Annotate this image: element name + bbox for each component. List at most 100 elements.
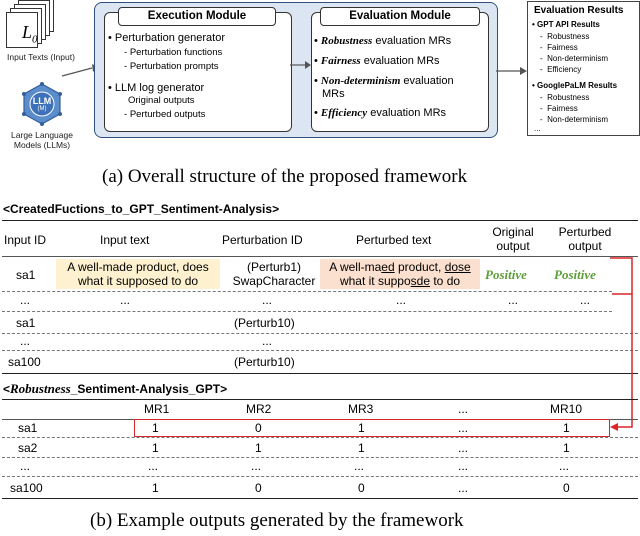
evaluation-module-title: Evaluation Module xyxy=(320,7,480,26)
llm-caption-line2: Models (LLMs) xyxy=(13,140,71,150)
t1-header-perturbation-id: Perturbation ID xyxy=(222,233,303,247)
results-title: Evaluation Results xyxy=(534,5,624,16)
llm-caption-line1: Large Language xyxy=(11,130,73,140)
t1-row1-id: sa1 xyxy=(16,268,36,282)
results-gpt-item-3: - Non-determinism xyxy=(540,54,609,63)
table1-bottom-rule xyxy=(2,373,638,374)
table1-top-rule xyxy=(2,220,638,221)
t2-row3-mr3: ... xyxy=(354,459,365,473)
t1-row1-perturbation-id: (Perturb1)SwapCharacter xyxy=(232,260,316,288)
execution-item-1-sub-2: - Perturbation prompts xyxy=(124,61,219,72)
t2-header-mr3: MR3 xyxy=(348,402,374,416)
t1-header-input-id: Input ID xyxy=(4,233,47,247)
execution-item-1: • Perturbation generator xyxy=(108,32,225,44)
t1-row1-original-output: Positive xyxy=(485,267,527,282)
t1-ellipsis-row1-pert: ... xyxy=(262,293,273,307)
evaluation-item-fairness: • Fairness evaluation MRs xyxy=(314,55,440,67)
table2-row-rule-1 xyxy=(2,437,638,438)
t2-row2-mr1: 1 xyxy=(152,441,159,455)
caption-b: (b) Example outputs generated by the fra… xyxy=(90,510,464,531)
input-l0-label: L0 xyxy=(22,22,38,46)
table2-top-rule xyxy=(2,399,638,400)
t2-row3-mr10: ... xyxy=(559,459,570,473)
t2-row4-id: sa100 xyxy=(10,481,43,495)
results-ellipsis: ... xyxy=(534,124,541,133)
results-gpt-item-4: - Efficiency xyxy=(540,65,582,74)
execution-to-evaluation-arrow xyxy=(290,61,311,69)
t2-row2-mr10: 1 xyxy=(563,441,570,455)
t1-ellipsis-row1-ptext: ... xyxy=(396,293,407,307)
results-palm-item-2: - Fairness xyxy=(540,104,578,113)
t1-ellipsis-row1-orig: ... xyxy=(508,293,519,307)
results-gpt-title: • GPT API Results xyxy=(532,20,600,29)
t2-row2-id: sa2 xyxy=(18,441,38,455)
llm-icon-label: LLM xyxy=(32,96,52,106)
results-gpt-item-2: - Fairness xyxy=(540,43,578,52)
t2-row1-mr2: 0 xyxy=(255,421,262,435)
table2-bottom-rule xyxy=(2,498,638,499)
t2-row2-mr2: 1 xyxy=(255,441,262,455)
t2-row3-ellipsis: ... xyxy=(458,459,469,473)
t2-row4-mr10: 0 xyxy=(563,481,570,495)
evaluation-item-efficiency: • Efficiency evaluation MRs xyxy=(314,107,447,119)
results-gpt-item-1: - Robustness xyxy=(540,32,590,41)
evaluation-module-box xyxy=(311,12,489,132)
evaluation-item-nondeterminism-cont: MRs xyxy=(322,88,345,100)
t2-header-mr10: MR10 xyxy=(550,402,583,416)
table1-row-rule-1 xyxy=(2,291,612,292)
table2-row-rule-3 xyxy=(2,476,638,477)
t1-row-sa100-id: sa100 xyxy=(8,355,41,369)
t1-header-input-text: Input text xyxy=(100,233,150,247)
table1-row-rule-3 xyxy=(2,333,638,334)
t2-row4-mr3: 0 xyxy=(358,481,365,495)
t1-header-perturbed-text: Perturbed text xyxy=(356,233,432,247)
caption-a: (a) Overall structure of the proposed fr… xyxy=(102,166,468,187)
t2-row3-id: ... xyxy=(20,459,31,473)
t1-row-sa100-pert: (Perturb10) xyxy=(234,355,295,369)
llm-icon-sub: (M) xyxy=(37,106,47,112)
table1-row-rule-4 xyxy=(2,350,638,351)
execution-item-2-sub-1: Original outputs xyxy=(128,95,195,106)
execution-module-title: Execution Module xyxy=(118,7,276,26)
evaluation-item-robustness: • Robustness evaluation MRs xyxy=(314,35,452,47)
execution-item-2-sub-2: - Perturbed outputs xyxy=(124,109,206,120)
t2-row1-ellipsis: ... xyxy=(458,421,469,435)
execution-item-1-sub-1: - Perturbation functions xyxy=(124,47,223,58)
t2-row1-id: sa1 xyxy=(18,421,38,435)
t2-row4-mr2: 0 xyxy=(255,481,262,495)
t2-row4-mr1: 1 xyxy=(152,481,159,495)
results-palm-item-1: - Robustness xyxy=(540,93,590,102)
highlight-connector xyxy=(610,257,633,431)
table1-title: <CreatedFuctions_to_GPT_Sentiment-Analys… xyxy=(3,202,280,216)
results-palm-title: • GooglePaLM Results xyxy=(532,81,618,90)
t2-row3-mr2: ... xyxy=(251,459,262,473)
t2-row3-mr1: ... xyxy=(148,459,159,473)
framework-to-results-arrow xyxy=(496,67,527,75)
evaluation-item-nondeterminism: • Non-determinism evaluation xyxy=(314,75,454,87)
t2-row1-mr3: 1 xyxy=(358,421,365,435)
t2-row1-mr10: 1 xyxy=(563,421,570,435)
t1-ellipsis-row2-pert: ... xyxy=(262,334,273,348)
t2-row1-mr1: 1 xyxy=(152,421,159,435)
t1-ellipsis-row1-id: ... xyxy=(20,293,31,307)
llm-icon: LLM (M) xyxy=(20,82,64,126)
t1-ellipsis-row2-id: ... xyxy=(20,334,31,348)
t2-row2-ellipsis: ... xyxy=(458,441,469,455)
t2-row2-mr3: 1 xyxy=(358,441,365,455)
t1-ellipsis-row1-text: ... xyxy=(120,293,131,307)
execution-item-2: • LLM log generator xyxy=(108,82,205,94)
t2-header-mr2: MR2 xyxy=(246,402,272,416)
table2-title: <Robustness_Sentiment-Analysis_GPT> xyxy=(3,381,228,396)
table1-row-rule-2 xyxy=(2,311,612,312)
t1-ellipsis-row1-pout: ... xyxy=(580,293,591,307)
t1-row-sa1-p10-pert: (Perturb10) xyxy=(234,316,295,330)
results-palm-item-3: - Non-determinism xyxy=(540,115,609,124)
t2-row1-highlight-box xyxy=(134,419,610,437)
t1-row1-perturbed-output: Positive xyxy=(554,267,596,282)
t1-row-sa1-p10-id: sa1 xyxy=(16,316,36,330)
t2-header-ellipsis: ... xyxy=(458,402,469,416)
table1-header-rule xyxy=(2,256,638,257)
t2-row4-ellipsis: ... xyxy=(458,481,469,495)
